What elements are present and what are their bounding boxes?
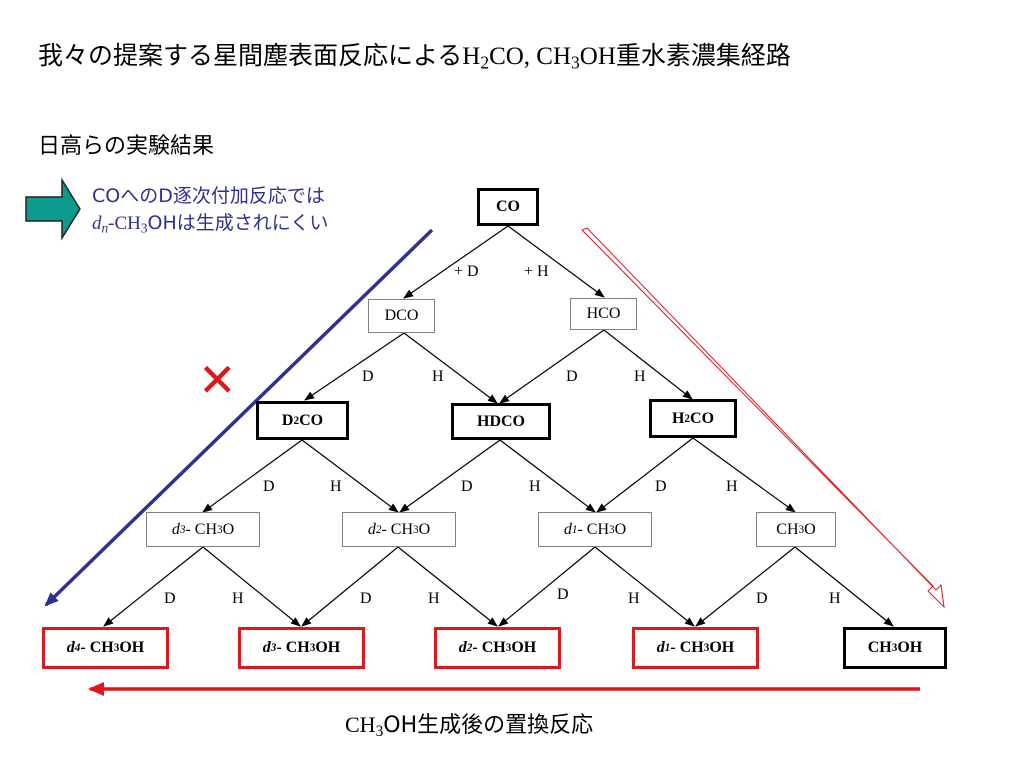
edge-label-h: H	[634, 368, 646, 385]
page-title: 我々の提案する星間塵表面反応によるH2CO, CH3OH重水素濃集経路	[38, 36, 791, 72]
edge-ch3o-ch3oh	[794, 546, 894, 627]
edge-label-h: H	[432, 368, 444, 385]
edge-label-h: H	[726, 478, 738, 495]
edge-co-dco	[403, 225, 509, 299]
edge-label-h: H	[628, 590, 640, 607]
teal-arrow-icon	[25, 177, 81, 241]
edge-label-h: H	[529, 478, 541, 495]
note-text: COへのD逐次付加反応では dn-CH3OHは生成されにくい	[92, 183, 328, 237]
note-line1: COへのD逐次付加反応では	[92, 185, 325, 207]
edge-d2co-d2ch3o	[301, 439, 399, 513]
edge-d2co-d3ch3o	[202, 439, 303, 513]
bottom-label: CH3OH生成後の置換反応	[345, 712, 594, 740]
title-prefix: 我々の提案する星間塵表面反応による	[38, 41, 463, 70]
edge-label-d: D	[362, 368, 374, 385]
subtitle: 日高らの実験結果	[38, 134, 215, 159]
edge-label-d: D	[756, 590, 768, 607]
node-hdco: HDCO	[451, 403, 551, 440]
edge-label-d: D	[655, 478, 667, 495]
edge-dco-d2co	[304, 332, 405, 401]
edge-label-plus-d: + D	[454, 263, 479, 280]
edge-d3ch3o-d4ch3oh	[103, 546, 204, 627]
edge-ch3o-d1ch3oh	[695, 546, 796, 627]
node-hco: HCO	[570, 298, 637, 330]
edge-hdco-d2ch3o	[399, 439, 501, 513]
edge-label-plus-h: + H	[524, 263, 549, 280]
edge-dco-hdco	[403, 332, 498, 404]
edge-label-d: D	[360, 590, 372, 607]
node-dco: DCO	[368, 299, 435, 333]
edge-d3ch3o-d3ch3oh	[202, 546, 301, 627]
edge-label-d: D	[263, 478, 275, 495]
edge-label-d: D	[557, 586, 569, 603]
edge-label-d: D	[566, 368, 578, 385]
edge-co-hco	[507, 225, 605, 298]
title-formula-h2co: H2CO, CH3OH	[462, 43, 616, 73]
edge-hdco-d1ch3o	[499, 439, 596, 513]
edge-hco-hdco	[499, 329, 605, 404]
title-suffix: 重水素濃集経路	[615, 41, 791, 70]
edge-label-h: H	[428, 590, 440, 607]
red-hollow-diagonal-arrow	[581, 227, 945, 609]
edge-label-h: H	[829, 590, 841, 607]
edge-label-h: H	[232, 590, 244, 607]
edge-label-h: H	[330, 478, 342, 495]
edge-h2co-ch3o	[692, 437, 796, 513]
edge-d2ch3o-d2ch3oh	[397, 546, 498, 627]
edge-d2ch3o-d3ch3oh	[301, 546, 399, 627]
edge-d1ch3o-d2ch3oh	[498, 546, 596, 627]
edge-label-d: D	[461, 478, 473, 495]
edge-h2co-d1ch3o	[596, 437, 694, 513]
blue-diagonal-arrow	[44, 228, 434, 607]
edge-label-d: D	[164, 590, 176, 607]
note-line2: dn-CH3OHは生成されにくい	[92, 212, 329, 236]
edge-d1ch3o-d1ch3oh	[594, 546, 695, 627]
edge-hco-h2co	[603, 329, 693, 400]
cross-mark-icon: ✕	[198, 353, 237, 407]
node-co: CO	[477, 188, 539, 226]
